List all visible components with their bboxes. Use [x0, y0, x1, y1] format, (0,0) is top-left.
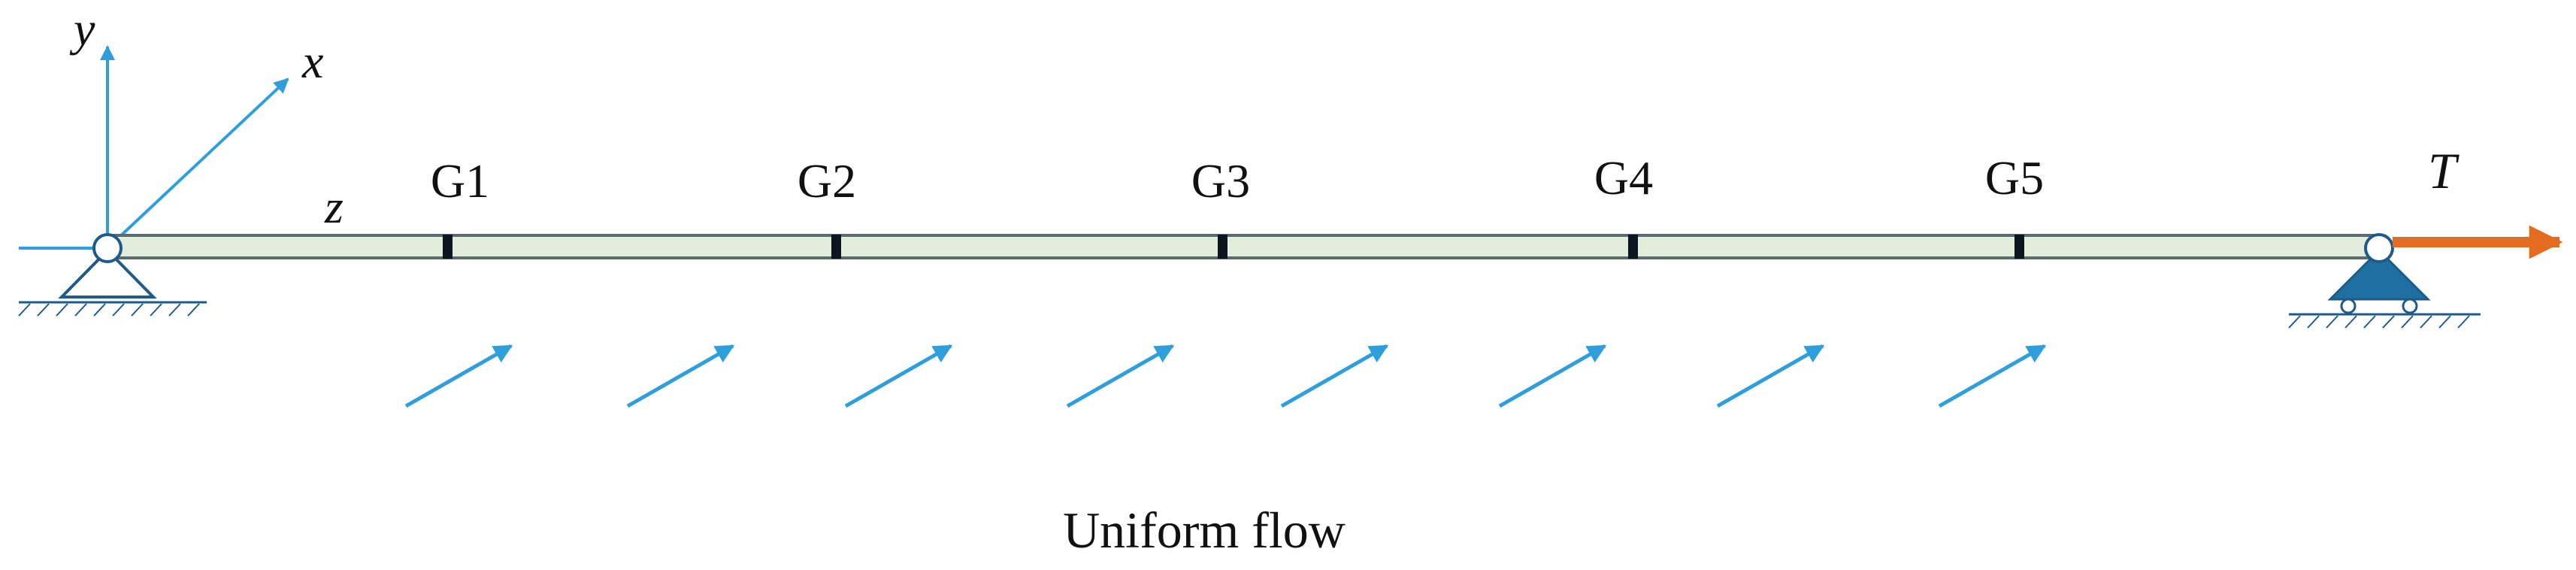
y-axis-label: y — [69, 2, 95, 56]
flow-arrow — [1280, 344, 1389, 408]
right-pin-joint — [2364, 233, 2394, 263]
pin-support-left — [18, 233, 207, 317]
flow-label: Uniform flow — [1063, 502, 1346, 559]
flow-arrow — [1066, 344, 1175, 408]
gauge-marker-g4 — [1628, 235, 1638, 259]
gauge-marker-g5 — [2014, 235, 2024, 259]
gauge-label-g2: G2 — [798, 154, 856, 208]
flow-arrow — [1498, 344, 1607, 408]
gauge-marker-g3 — [1218, 235, 1227, 259]
flow-arrow — [844, 344, 953, 408]
gauge-label-g4: G4 — [1594, 151, 1653, 205]
gauge-label-g3: G3 — [1191, 154, 1250, 208]
tension-label: T — [2428, 142, 2459, 199]
flow-arrow — [404, 344, 513, 408]
x-axis-arrow — [106, 77, 289, 250]
roller-support-right — [2288, 233, 2481, 329]
x-axis-label: x — [301, 35, 323, 88]
flow-arrow — [1716, 344, 1825, 408]
flow-arrow — [1938, 344, 2047, 408]
gauge-marker-g2 — [831, 235, 841, 259]
coordinate-axes: y x z — [19, 2, 370, 256]
flow-arrow — [626, 344, 735, 408]
left-pin-joint — [92, 233, 123, 263]
flow-arrows — [404, 344, 2047, 408]
gauges: G1 G2 G3 G4 G5 — [431, 151, 2044, 259]
gauge-label-g1: G1 — [431, 154, 489, 208]
gauge-label-g5: G5 — [1985, 151, 2044, 205]
gauge-marker-g1 — [443, 235, 453, 259]
z-axis-label: z — [324, 180, 344, 233]
